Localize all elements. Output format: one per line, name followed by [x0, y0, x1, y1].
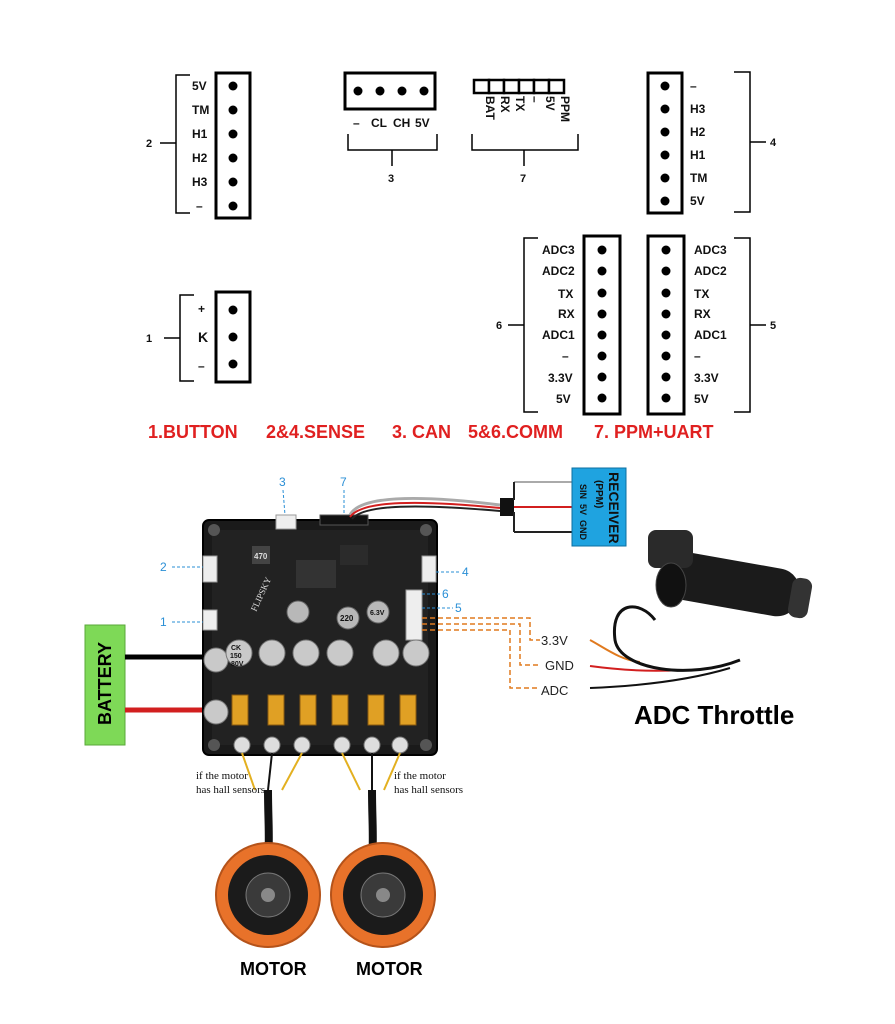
- receiver-subtitle: (PPM): [593, 480, 604, 508]
- c5-pin-8: 5V: [694, 392, 709, 406]
- connector-4: – H3 H2 H1 TM 5V 4: [646, 71, 777, 215]
- esc-board: 470 FLIPSKY 220 6.3V CK 150 80V: [202, 514, 438, 756]
- c5-pin-1: ADC3: [694, 243, 727, 257]
- c4-pin-6: 5V: [690, 194, 705, 208]
- hall-note-left-1: if the motor: [196, 770, 248, 782]
- c4-pin-4: H1: [690, 148, 706, 162]
- c7-pin-5: 5V: [543, 96, 557, 111]
- legend-can: 3. CAN: [392, 422, 451, 442]
- c6-pin-5: ADC1: [542, 328, 575, 342]
- c4-pin-2: H3: [690, 102, 706, 116]
- c3-pin-4: 5V: [415, 116, 430, 130]
- c5-pin-6: –: [694, 349, 701, 363]
- cap-mark-80v: 80V: [231, 661, 244, 668]
- c4-pin-1: –: [690, 79, 697, 93]
- c7-pin-2: RX: [498, 96, 512, 113]
- c2-number: 2: [146, 138, 152, 150]
- callout-2: 2: [160, 560, 167, 574]
- c6-pin-1: ADC3: [542, 243, 575, 257]
- adc-wires: [422, 617, 540, 689]
- battery: BATTERY: [84, 624, 206, 746]
- c2-pin-1: 5V: [192, 79, 207, 93]
- c3-pin-1: –: [353, 116, 360, 130]
- callout-1: 1: [160, 615, 167, 629]
- c1-pin-1: +: [198, 302, 205, 316]
- c5-pin-3: TX: [694, 287, 709, 301]
- c1-number: 1: [146, 333, 152, 345]
- legend-ppm-uart: 7. PPM+UART: [594, 422, 714, 442]
- connector-6: ADC3 ADC2 TX RX ADC1 – 3.3V 5V 6: [496, 234, 622, 416]
- c7-pin-6: PPM: [558, 96, 572, 122]
- c5-pin-2: ADC2: [694, 264, 727, 278]
- c2-pin-6: –: [196, 199, 203, 213]
- connector-7: BAT RX TX – 5V PPM 7: [471, 78, 579, 185]
- battery-label: BATTERY: [95, 642, 115, 725]
- receiver-title: RECEIVER: [606, 472, 622, 544]
- c3-pin-3: CH: [393, 116, 410, 130]
- cap-mark-ck: CK: [231, 645, 241, 652]
- motor-right: MOTOR: [330, 842, 436, 979]
- motor-left: MOTOR: [215, 842, 321, 979]
- c4-pin-3: H2: [690, 125, 706, 139]
- c3-number: 3: [388, 173, 394, 185]
- board-callouts: 2 1 3 7 4 6 5: [160, 475, 469, 629]
- c3-pin-2: CL: [371, 116, 387, 130]
- small-cap-mark: 220: [340, 614, 354, 623]
- connector-2: 5V TM H1 H2 H3 – 2: [146, 71, 252, 220]
- c6-pin-4: RX: [558, 307, 575, 321]
- legend-comm: 5&6.COMM: [468, 422, 563, 442]
- receiver-pin-sin: SIN: [578, 484, 588, 499]
- adc-throttle: ADC Throttle: [589, 530, 813, 730]
- c7-pin-1: BAT: [483, 96, 497, 120]
- c6-pin-7: 3.3V: [548, 371, 573, 385]
- c2-pin-4: H2: [192, 151, 208, 165]
- legend-sense: 2&4.SENSE: [266, 422, 365, 442]
- hall-note-right-1: if the motor: [394, 770, 446, 782]
- connector-1: + K – 1: [146, 290, 252, 384]
- throttle-label: ADC Throttle: [634, 700, 794, 730]
- c4-number: 4: [770, 137, 777, 149]
- c2-pin-3: H1: [192, 127, 208, 141]
- callout-5: 5: [455, 601, 462, 615]
- wire-adc: ADC: [541, 683, 568, 698]
- c1-pin-2: K: [198, 329, 208, 345]
- cap-mark-150: 150: [230, 653, 242, 660]
- receiver-pin-5v: 5V: [578, 504, 588, 515]
- motor-left-label: MOTOR: [240, 959, 307, 979]
- hall-note-right-2: has hall sensors: [394, 784, 463, 796]
- callout-7: 7: [340, 475, 347, 489]
- c4-pin-5: TM: [690, 171, 707, 185]
- c2-pin-5: H3: [192, 175, 208, 189]
- wire-gnd: GND: [545, 658, 574, 673]
- c6-pin-6: –: [562, 349, 569, 363]
- c6-number: 6: [496, 320, 502, 332]
- c7-pin-4: –: [528, 96, 542, 103]
- callout-3: 3: [279, 475, 286, 489]
- receiver-pin-gnd: GND: [578, 520, 588, 541]
- connector-3: – CL CH 5V 3: [343, 71, 438, 185]
- c7-pin-3: TX: [513, 96, 527, 111]
- receiver-group: RECEIVER (PPM) SIN 5V GND: [348, 467, 627, 547]
- c6-pin-8: 5V: [556, 392, 571, 406]
- small-cap-volt: 6.3V: [370, 610, 385, 617]
- c5-pin-5: ADC1: [694, 328, 727, 342]
- c5-pin-7: 3.3V: [694, 371, 719, 385]
- c6-pin-2: ADC2: [542, 264, 575, 278]
- c7-number: 7: [520, 173, 526, 185]
- coil-mark: 470: [254, 552, 268, 561]
- c6-pin-3: TX: [558, 287, 573, 301]
- c1-pin-3: –: [198, 359, 205, 373]
- c2-pin-2: TM: [192, 103, 209, 117]
- legend: 1.BUTTON 2&4.SENSE 3. CAN 5&6.COMM 7. PP…: [148, 422, 714, 442]
- c5-pin-4: RX: [694, 307, 711, 321]
- connector-5: ADC3 ADC2 TX RX ADC1 – 3.3V 5V 5: [646, 234, 776, 416]
- callout-4: 4: [462, 565, 469, 579]
- legend-button: 1.BUTTON: [148, 422, 238, 442]
- c5-number: 5: [770, 320, 776, 332]
- callout-6: 6: [442, 587, 449, 601]
- wire-3v3: 3.3V: [541, 633, 568, 648]
- motor-right-label: MOTOR: [356, 959, 423, 979]
- hall-note-left-2: has hall sensors: [196, 784, 265, 796]
